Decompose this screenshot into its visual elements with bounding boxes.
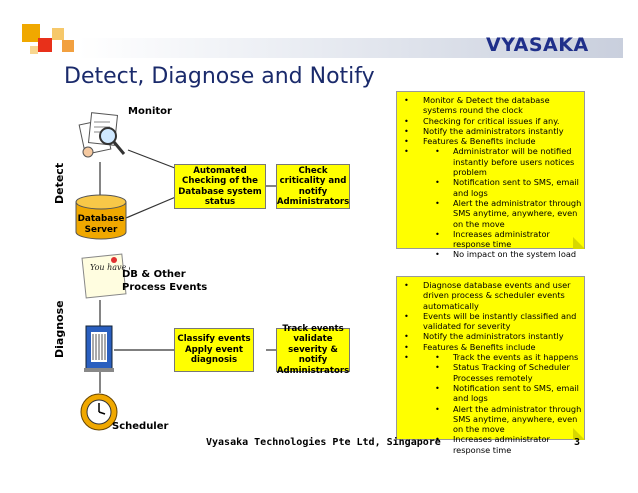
monitor-to-check-line bbox=[127, 149, 181, 171]
monitor-magnifier-icon bbox=[78, 112, 126, 158]
detect-note-item: Notify the administrators instantly bbox=[397, 126, 584, 137]
detect-notes-list: Monitor & Detect the database systems ro… bbox=[397, 95, 584, 260]
diagnose-sub-item: Alert the administrator through SMS anyt… bbox=[397, 404, 584, 435]
detect-notes-fold bbox=[573, 237, 585, 249]
diagnose-sub-item: Track the events as it happens bbox=[397, 352, 584, 363]
track-events-box: Track events validate severity & notify … bbox=[276, 323, 350, 376]
logo-square-5 bbox=[30, 46, 38, 54]
page-number: 3 bbox=[574, 437, 581, 448]
logo-square-4 bbox=[62, 40, 74, 52]
detect-note-item: Monitor & Detect the database systems ro… bbox=[397, 95, 584, 116]
detect-notes-box: Monitor & Detect the database systems ro… bbox=[396, 91, 585, 260]
detect-sub-item: Alert the administrator through SMS anyt… bbox=[397, 198, 584, 229]
detect-sub-item: Administrator will be notified instantly… bbox=[397, 146, 584, 177]
classify-events-box: Classify events Apply event diagnosis bbox=[174, 328, 254, 372]
db-to-check-line bbox=[125, 195, 179, 219]
diagnose-sub-list-wrapper: Track the events as it happens Status Tr… bbox=[397, 352, 584, 455]
detect-section-label: Detect bbox=[53, 162, 66, 204]
server-tower-icon bbox=[84, 325, 114, 372]
diagnose-section-label: Diagnose bbox=[53, 300, 66, 358]
monitor-label: Monitor bbox=[128, 106, 172, 117]
logo-square-3 bbox=[52, 28, 64, 40]
detect-note-item: Checking for critical issues if any. bbox=[397, 116, 584, 127]
database-server-label: Database Server bbox=[77, 214, 125, 235]
diagnose-notes-fold bbox=[573, 428, 585, 440]
page-title: Detect, Diagnose and Notify bbox=[64, 64, 375, 89]
diagnose-sub-list: Track the events as it happens Status Tr… bbox=[397, 352, 584, 455]
diagnose-note-item: Features & Benefits include bbox=[397, 342, 584, 353]
diagnose-note-item: Diagnose database events and user driven… bbox=[397, 280, 584, 311]
detect-sub-item: Increases administrator response time bbox=[397, 229, 584, 250]
database-cylinder-icon bbox=[75, 194, 127, 240]
scheduler-clock-icon bbox=[80, 393, 118, 431]
check-criticality-box: Check criticality and notify Administrat… bbox=[276, 164, 350, 209]
detect-sub-item: Notification sent to SMS, email and logs bbox=[397, 177, 584, 198]
detect-sub-item: No impact on the system load bbox=[397, 249, 584, 260]
header-gradient-bar bbox=[78, 38, 623, 58]
diagnose-note-item: Events will be instantly classified and … bbox=[397, 311, 584, 332]
diagnose-notes-box: Diagnose database events and user driven… bbox=[396, 276, 585, 455]
diagnose-sub-item: Notification sent to SMS, email and logs bbox=[397, 383, 584, 404]
diagnose-sub-item: Status Tracking of Scheduler Processes r… bbox=[397, 362, 584, 383]
detect-sub-list: Administrator will be notified instantly… bbox=[397, 146, 584, 260]
footer-company: Vyasaka Technologies Pte Ltd, Singapore bbox=[206, 437, 441, 448]
brand-logo: VYASAKA bbox=[486, 34, 589, 56]
automated-checking-box: Automated Checking of the Database syste… bbox=[174, 164, 266, 209]
events-label: DB & Other Process Events bbox=[122, 269, 208, 293]
logo-square-1 bbox=[22, 24, 40, 42]
message-text-1: You have a Message bbox=[90, 263, 130, 272]
diagnose-notes-list: Diagnose database events and user driven… bbox=[397, 280, 584, 455]
logo-square-2 bbox=[38, 38, 52, 52]
diagnose-note-item: Notify the administrators instantly bbox=[397, 331, 584, 342]
message-note-icon: You have a Message bbox=[81, 253, 130, 299]
diagnose-sub-item: Increases administrator response time bbox=[397, 434, 584, 455]
detect-sub-list-wrapper: Administrator will be notified instantly… bbox=[397, 146, 584, 260]
scheduler-label: Scheduler bbox=[112, 421, 169, 432]
detect-note-item: Features & Benefits include bbox=[397, 136, 584, 147]
